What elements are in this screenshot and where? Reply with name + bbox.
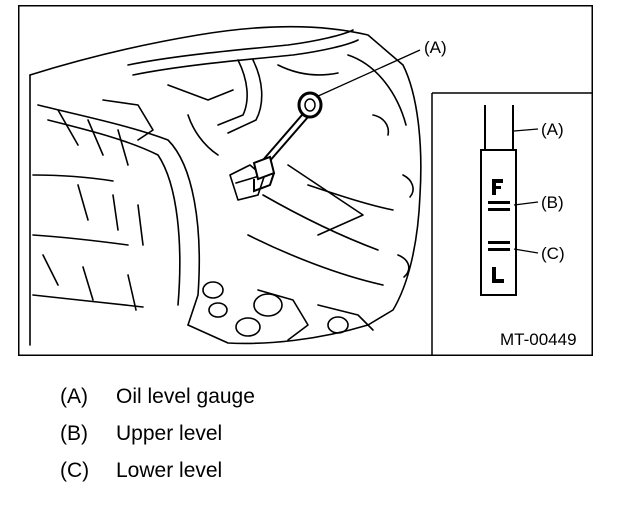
inset-label-b: (B): [541, 193, 564, 212]
legend-label: Lower level: [116, 459, 223, 482]
inset-label-c: (C): [541, 244, 565, 263]
legend-label: Upper level: [116, 422, 223, 445]
inset-border: [431, 92, 592, 355]
callout-leader-a: [315, 49, 421, 98]
upper-level-mark-f: [488, 179, 510, 211]
dipstick-inset: (A) (B) (C) MT-00449: [431, 92, 592, 355]
transmission-housing-drawing: [29, 25, 422, 346]
figure-code: MT-00449: [500, 330, 577, 349]
legend-key: (C): [60, 459, 90, 482]
lower-level-mark-l: [488, 241, 510, 283]
inset-label-a: (A): [541, 120, 564, 139]
legend-label: Oil level gauge: [116, 385, 255, 408]
callout-label-a: (A): [424, 38, 447, 57]
inset-leader-c: [513, 248, 539, 254]
legend-key: (B): [60, 422, 88, 445]
dipstick-detail: [480, 105, 517, 296]
inset-leader-b: [513, 201, 539, 206]
inset-leader-a: [513, 128, 539, 132]
oil-level-gauge-handle: [252, 91, 323, 193]
transmission-figure: (A): [18, 5, 593, 356]
legend-key: (A): [60, 385, 88, 408]
figure-drawing: (A): [18, 5, 593, 356]
